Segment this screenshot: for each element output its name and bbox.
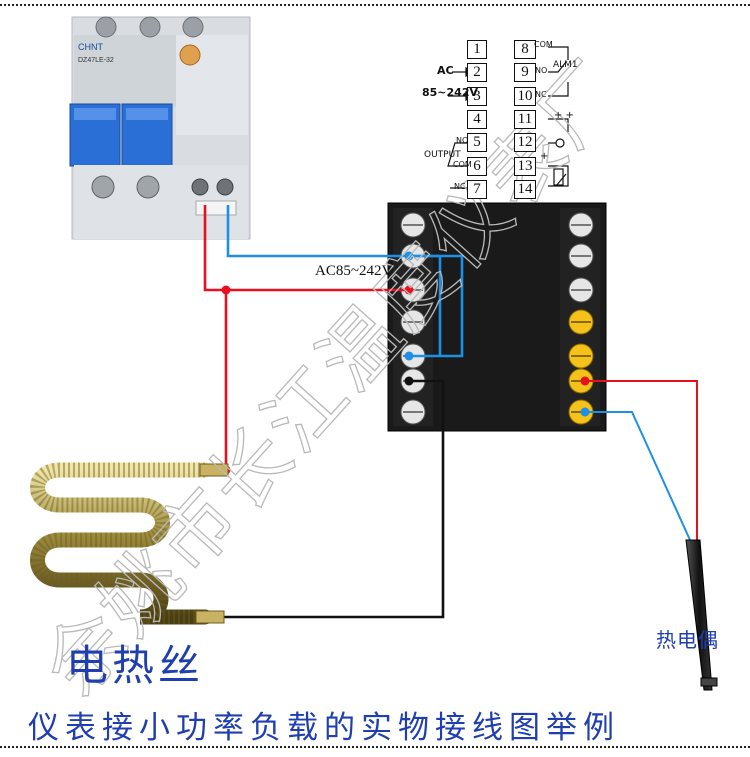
alm-nc-label: NC [535, 90, 547, 99]
pin-13: 13 [514, 156, 536, 176]
thermocouple-label: 热电偶 [656, 628, 719, 652]
load-terminal-dot [404, 376, 414, 386]
neutral-jumper [409, 254, 442, 356]
live-wire [203, 205, 409, 292]
tc-blue-dot [580, 407, 590, 417]
alm-com-label: COM [534, 40, 553, 49]
pin-11: 11 [514, 109, 536, 129]
output-com-label: COM [453, 160, 472, 169]
pin-14: 14 [514, 179, 536, 199]
live-junction-dot [221, 285, 231, 295]
pin-4: 4 [467, 109, 487, 129]
pin-10: 10 [514, 86, 536, 106]
pin-9: 9 [514, 63, 536, 83]
bottom-border [0, 746, 750, 748]
pin-1: 1 [467, 40, 487, 59]
thermocouple-blue-wire [585, 411, 691, 541]
alm-no-label: NO [535, 66, 548, 75]
diagram-title: 仪表接小功率负载的实物接线图举例 [28, 710, 620, 746]
neutral-terminal-dot [404, 251, 414, 261]
live-terminal-dot [404, 285, 414, 295]
ac-range-label: 85~242V [422, 86, 478, 99]
output-nc-label: NC [454, 182, 466, 191]
pin-7: 7 [467, 179, 487, 199]
temperature-controller [387, 202, 607, 432]
top-border [0, 4, 750, 6]
tc-plus-plus-label: + + [554, 110, 574, 121]
heater-label: 电热丝 [66, 641, 205, 690]
thermocouple-red-wire [585, 380, 698, 540]
supply-voltage-label: AC85~242V [315, 263, 393, 279]
pin-3: 3 [467, 86, 487, 106]
pin-5: 5 [467, 133, 487, 153]
breaker-brand: CHNT [78, 42, 103, 52]
breaker-model: DZ47LE-32 [78, 57, 114, 64]
output-label: OUTPUT [424, 150, 461, 160]
pin-12: 12 [514, 133, 536, 153]
circuit-breaker [69, 16, 251, 240]
output-no-label: NO [456, 136, 469, 145]
tc-plus-label: + [540, 151, 549, 162]
pin-2: 2 [467, 63, 487, 83]
thermocouple-probe [685, 539, 718, 691]
pin-8: 8 [514, 40, 536, 59]
heater-element [30, 462, 229, 625]
ac-label: AC [437, 64, 454, 77]
neutral-jumper-dot [404, 351, 414, 361]
pin-6: 6 [467, 156, 487, 176]
tc-red-dot [580, 376, 590, 386]
alm-label: ALM1 [553, 60, 578, 70]
load-wire [220, 379, 445, 619]
